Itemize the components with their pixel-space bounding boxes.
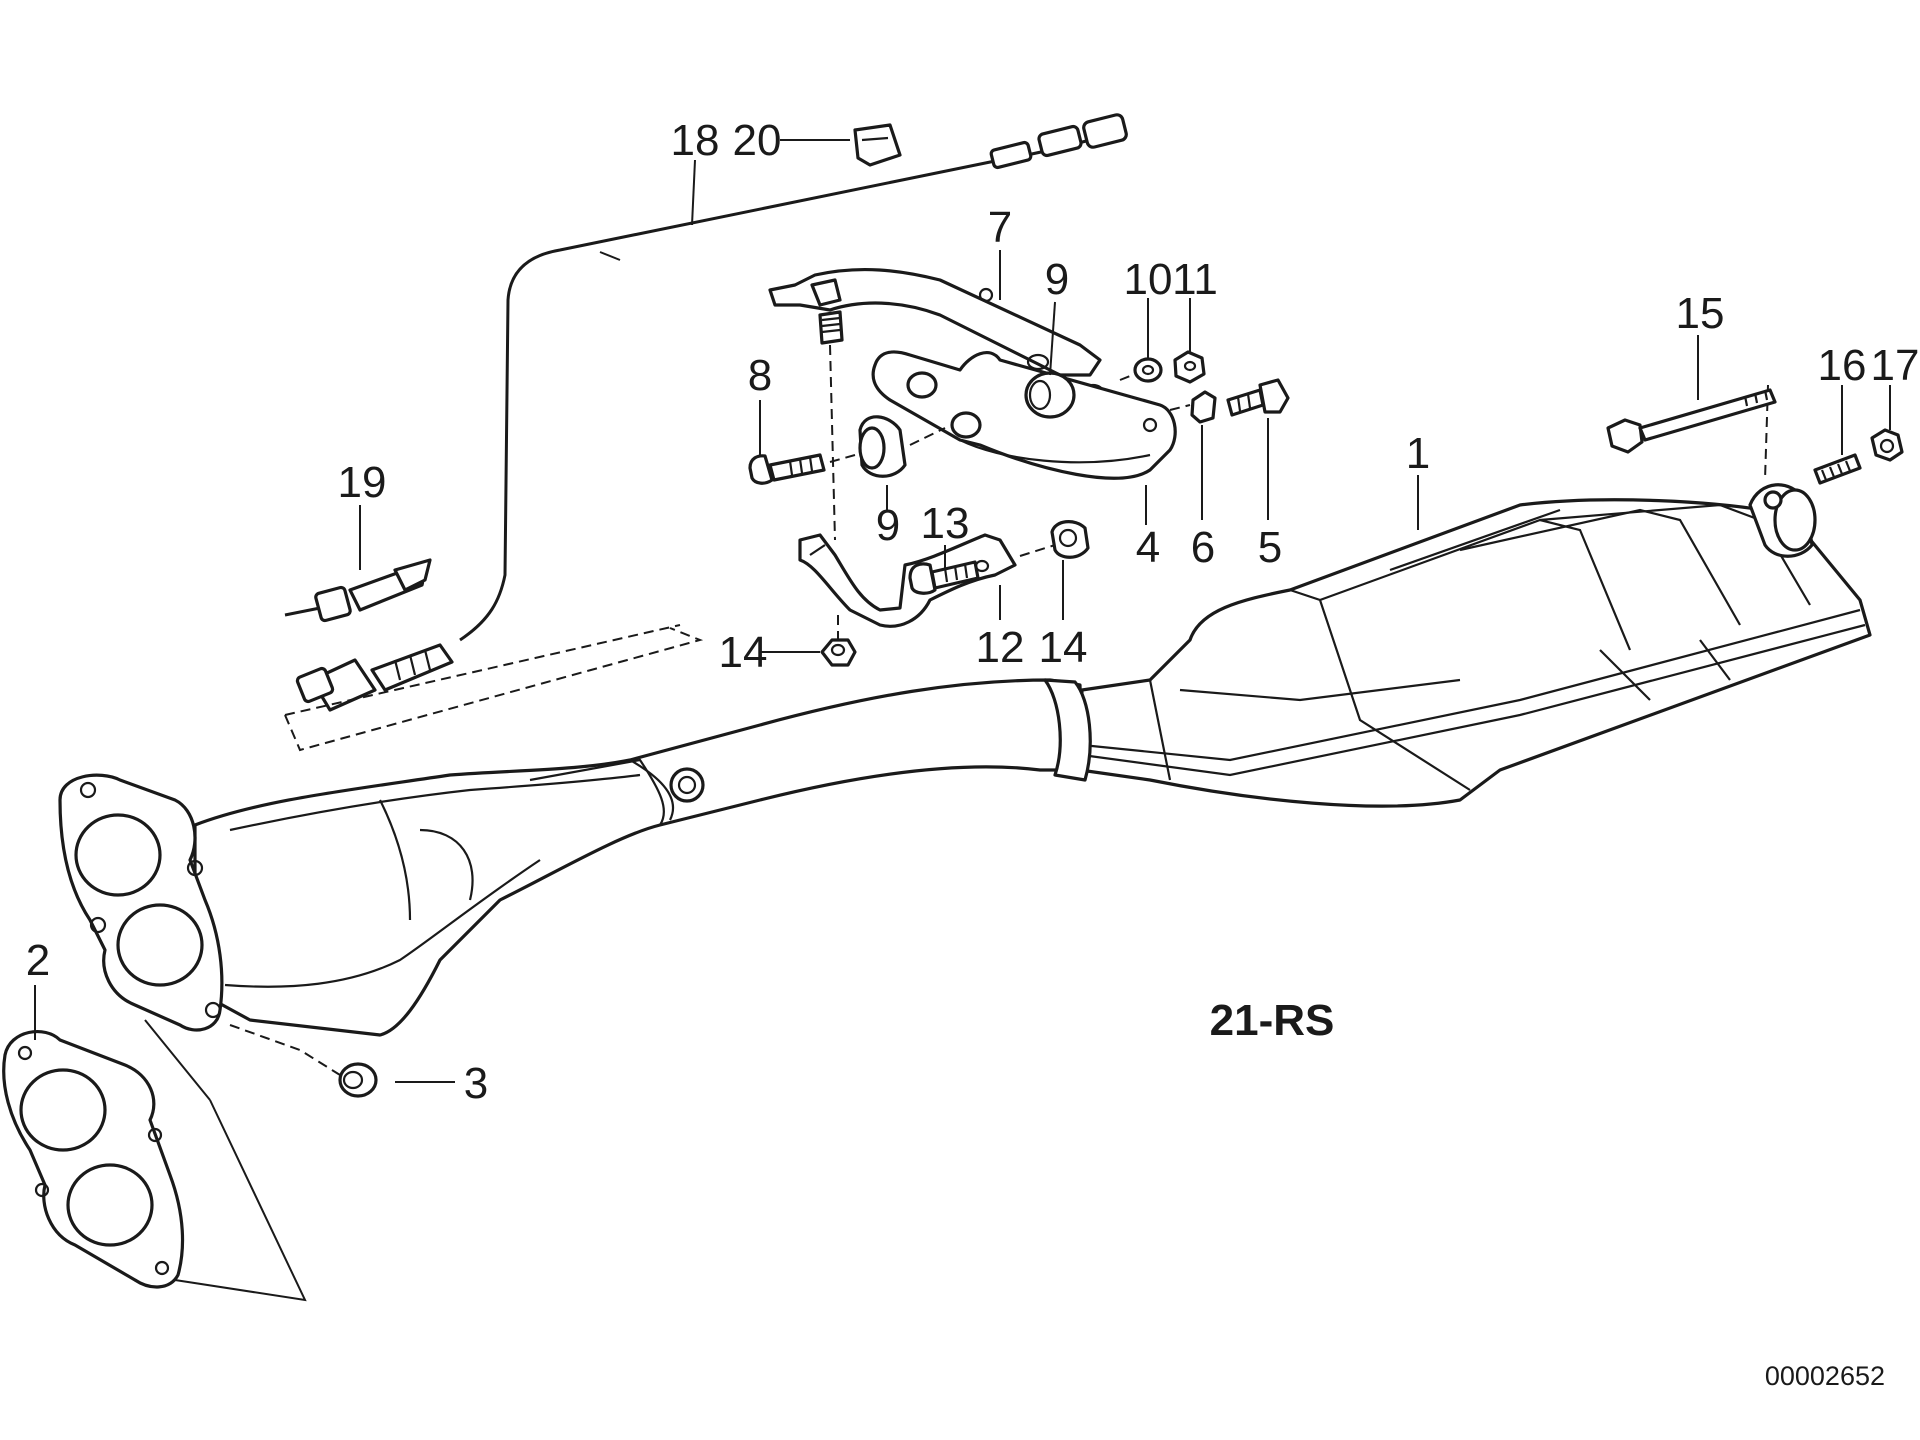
- callout-8: 8: [748, 351, 772, 400]
- callout-10: 10: [1124, 255, 1173, 304]
- callout-15: 15: [1676, 289, 1725, 338]
- callout-16: 16: [1818, 341, 1867, 390]
- callout-9-lower: 9: [876, 501, 900, 550]
- callout-1: 1: [1406, 429, 1430, 478]
- oxygen-sensor: [284, 558, 704, 752]
- leader-lines: [34, 139, 1891, 1083]
- callout-2: 2: [26, 936, 50, 985]
- flange-bolt-spring-nut: [1606, 388, 1904, 485]
- front-pipe: [58, 678, 1092, 1037]
- callout-9-upper: 9: [1045, 255, 1069, 304]
- callout-20: 20: [733, 116, 782, 165]
- callout-7: 7: [988, 203, 1012, 252]
- callout-18: 18: [671, 116, 720, 165]
- callout-19: 19: [338, 458, 387, 507]
- callout-12: 12: [976, 623, 1025, 672]
- flange-nut: [229, 1024, 378, 1098]
- callout-3: 3: [464, 1059, 488, 1108]
- manifold-gasket: [2, 1019, 307, 1302]
- exhaust-hanger-bracket: [748, 267, 1290, 667]
- callout-5: 5: [1258, 523, 1282, 572]
- catalytic-converter: [1078, 384, 1872, 808]
- callout-6: 6: [1191, 523, 1215, 572]
- callout-14-right: 14: [1039, 623, 1088, 672]
- callout-17: 17: [1871, 341, 1920, 390]
- reference-number: 00002652: [1765, 1361, 1885, 1391]
- sensor-wire: [295, 113, 1128, 712]
- callout-11: 11: [1172, 255, 1218, 304]
- callout-13: 13: [921, 499, 970, 548]
- callout-labels: 1 2 3 4 5 6 7 8 9 9 10 11 12 13 14 14 15…: [26, 116, 1920, 1108]
- callout-14-left: 14: [719, 628, 768, 677]
- callout-4: 4: [1136, 523, 1160, 572]
- section-label: 21-RS: [1210, 996, 1335, 1045]
